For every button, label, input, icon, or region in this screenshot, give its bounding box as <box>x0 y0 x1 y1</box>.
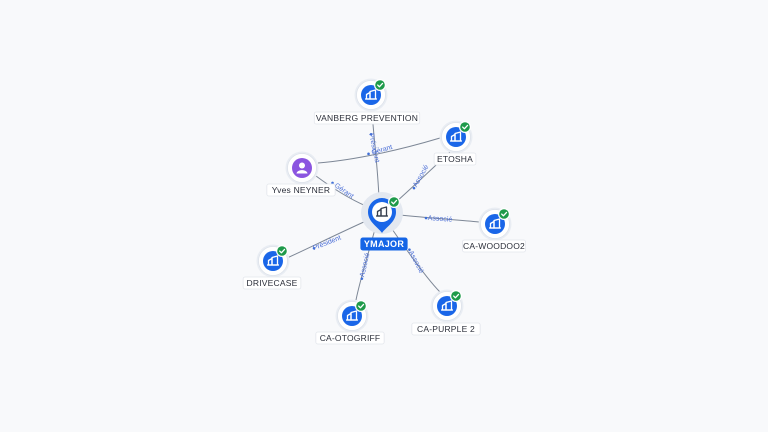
verified-check-icon <box>498 208 510 220</box>
edge-ymajor-woodoo: Associé <box>398 214 480 224</box>
node-label: CA-WOODOO2 <box>463 241 525 251</box>
center-label-box <box>360 237 408 251</box>
edge-arrow-icon <box>424 216 428 220</box>
node-ymajor-center[interactable]: YMAJOR <box>360 192 408 251</box>
edge-line <box>286 220 367 259</box>
edge-line <box>391 228 441 293</box>
center-node-label: YMAJOR <box>364 239 405 249</box>
node-drivecase[interactable]: DRIVECASE <box>242 244 302 290</box>
node-label-box <box>411 322 481 336</box>
edge-label: Associé <box>359 252 371 278</box>
edge-line <box>315 175 367 207</box>
edge-label: Président <box>312 235 342 253</box>
verified-check-icon <box>355 300 367 312</box>
verified-check-icon <box>459 121 471 133</box>
verified-check-icon <box>450 290 462 302</box>
node-label-box <box>433 152 477 166</box>
node-label: CA-PURPLE 2 <box>417 324 475 334</box>
node-label: VANBERG PREVENTION <box>316 113 418 123</box>
edge-line <box>398 214 480 223</box>
verified-check-icon <box>388 196 400 208</box>
node-label-box <box>313 111 421 125</box>
edge-arrow-icon <box>312 246 316 250</box>
edge-arrow-icon <box>369 133 373 136</box>
edge-label: Associé <box>407 250 425 275</box>
node-label-box <box>315 331 385 345</box>
node-label: ETOSHA <box>437 154 473 164</box>
node-label: CA-OTOGRIFF <box>320 333 381 343</box>
verified-check-icon <box>276 245 288 257</box>
verified-check-icon <box>374 79 386 91</box>
building-icon <box>267 255 279 266</box>
node-label-box <box>242 276 302 290</box>
edge-label: Associé <box>428 215 453 224</box>
edge-arrow-icon <box>412 186 416 190</box>
node-purple[interactable]: CA-PURPLE 2 <box>411 289 481 336</box>
building-icon <box>376 206 388 217</box>
building-icon <box>365 89 377 100</box>
node-woodoo[interactable]: CA-WOODOO2 <box>462 207 526 253</box>
person-icon <box>296 162 308 174</box>
edge-label: Associé <box>412 164 430 189</box>
building-icon <box>346 310 358 321</box>
node-etosha[interactable]: ETOSHA <box>433 120 477 166</box>
building-icon <box>441 300 453 311</box>
edge-ymajor-drivecase: Président <box>286 220 367 259</box>
edge-line <box>355 228 376 301</box>
node-yves[interactable]: Yves NEYNER <box>266 151 336 197</box>
nodes-layer: VANBERG PREVENTION ETOSHA Yves NEYNER CA-WO… <box>242 78 526 345</box>
node-label-box <box>266 183 336 197</box>
edge-arrow-icon <box>408 248 411 251</box>
edge-line <box>317 137 441 164</box>
node-label: DRIVECASE <box>247 278 298 288</box>
building-icon <box>489 218 501 229</box>
node-otogriff[interactable]: CA-OTOGRIFF <box>315 299 385 345</box>
edge-arrow-icon <box>367 152 370 156</box>
building-icon <box>450 131 462 142</box>
edge-arrow-icon <box>360 277 364 280</box>
edge-label: Gérant <box>333 182 355 200</box>
node-label-box <box>462 239 526 253</box>
node-vanberg[interactable]: VANBERG PREVENTION <box>313 78 421 125</box>
node-label: Yves NEYNER <box>272 185 330 195</box>
